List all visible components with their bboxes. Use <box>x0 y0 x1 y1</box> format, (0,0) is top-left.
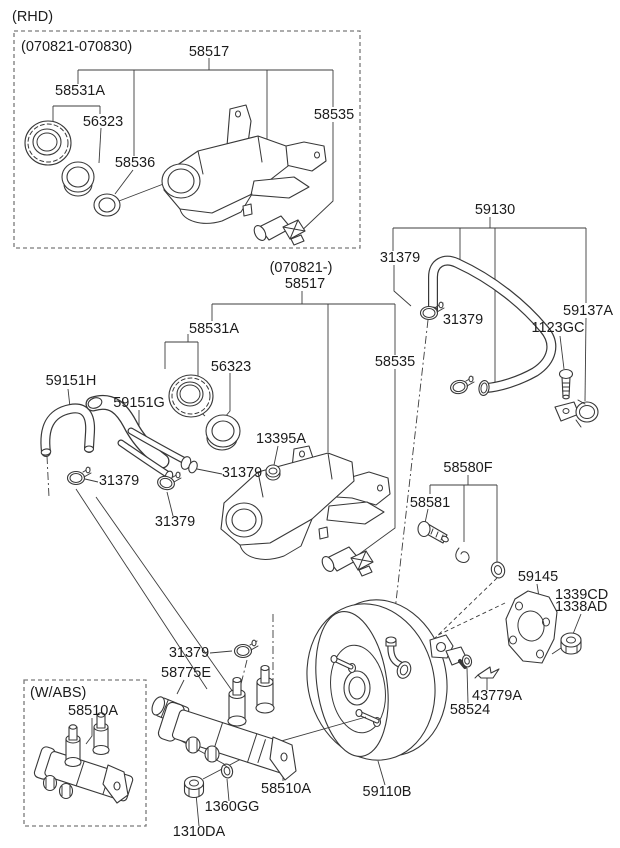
washer-58580f <box>490 561 506 579</box>
cap-seal-early <box>61 161 95 197</box>
part-label-59110b: 59110B <box>363 784 412 800</box>
nut-1310da <box>183 775 205 799</box>
abs-variant-box <box>23 679 147 827</box>
part-label-1310da: 1310DA <box>173 824 226 840</box>
brake-booster <box>306 599 468 761</box>
grommet-late <box>321 546 374 577</box>
part-label-1339cd: 1339CD <box>555 587 608 603</box>
vacuum-clamp-mid <box>450 375 475 395</box>
grommet-early <box>253 215 306 246</box>
part-label-wabs: (W/ABS) <box>30 685 86 701</box>
part-label-58510a: 58510A <box>261 781 311 797</box>
part-label-range-late: (070821-) <box>270 260 333 276</box>
washer-1360gg <box>220 763 234 779</box>
hose-clamp-mid <box>157 471 182 491</box>
part-label-58535-late: 58535 <box>375 354 415 370</box>
drive-type-label: (RHD) <box>12 9 53 25</box>
clamp-bracket-59137a <box>554 399 599 428</box>
part-label-43779a: 43779A <box>472 688 522 704</box>
part-label-59151g: 59151G <box>113 395 165 411</box>
vacuum-clamp-top <box>419 301 445 321</box>
part-label-58517-early: 58517 <box>189 44 229 60</box>
part-label-13395a: 13395A <box>256 431 306 447</box>
part-label-range-early: (070821-070830) <box>21 39 132 55</box>
part-label-59130: 59130 <box>475 202 515 218</box>
hose-clamp-left <box>66 466 92 486</box>
part-label-1338ad: 1338AD <box>555 599 607 615</box>
washer-58524 <box>461 654 473 668</box>
nut-13395a <box>265 464 281 481</box>
part-label-58510a-abs: 58510A <box>68 703 118 719</box>
early-variant-box <box>13 30 361 249</box>
reservoir-cap-late <box>168 374 214 418</box>
part-label-31379-vac-mid: 31379 <box>443 312 483 328</box>
hose-59151h <box>40 403 96 457</box>
part-label-58536: 58536 <box>115 155 155 171</box>
part-label-58531a-early: 58531A <box>55 83 105 99</box>
hose-59151g <box>85 394 198 482</box>
ring-58536 <box>93 193 121 217</box>
part-label-56323-early: 56323 <box>83 114 123 130</box>
part-label-58775e: 58775E <box>161 665 211 681</box>
part-label-31379-hose-right: 31379 <box>222 465 262 481</box>
part-label-58517-late: 58517 <box>285 276 325 292</box>
part-label-58580f: 58580F <box>443 460 492 476</box>
reservoir-cap-early <box>24 120 72 166</box>
bolt-58581 <box>417 520 449 544</box>
part-label-58524: 58524 <box>450 702 490 718</box>
fork-clip-43779a <box>474 666 500 679</box>
cap-seal-late <box>205 414 241 451</box>
master-cylinder <box>157 664 297 781</box>
reservoir-tank-late <box>220 445 391 560</box>
part-label-31379-hose-bottom: 31379 <box>155 514 195 530</box>
part-label-59137a: 59137A <box>563 303 613 319</box>
part-label-31379-hose-left: 31379 <box>99 473 139 489</box>
part-label-56323-late: 56323 <box>211 359 251 375</box>
gasket-59145 <box>505 590 558 664</box>
part-label-31379-vac-top: 31379 <box>380 250 420 266</box>
part-label-58535-early: 58535 <box>314 107 354 123</box>
leader-lines <box>46 58 587 827</box>
part-label-1360gg: 1360GG <box>205 799 260 815</box>
nut-1338ad <box>560 632 582 655</box>
part-label-59145: 59145 <box>518 569 558 585</box>
master-cylinder-abs <box>33 712 134 804</box>
part-label-31379-mc: 31379 <box>169 645 209 661</box>
part-label-1123gc: 1123GC <box>532 320 585 336</box>
part-label-59151h: 59151H <box>46 373 97 389</box>
part-label-58581: 58581 <box>410 495 450 511</box>
bolt-1123gc <box>558 368 574 400</box>
reservoir-tank-early <box>161 104 327 224</box>
part-label-58531a-late: 58531A <box>189 321 239 337</box>
clamp-31379-mc <box>233 639 259 659</box>
clip-58580f <box>455 547 470 563</box>
